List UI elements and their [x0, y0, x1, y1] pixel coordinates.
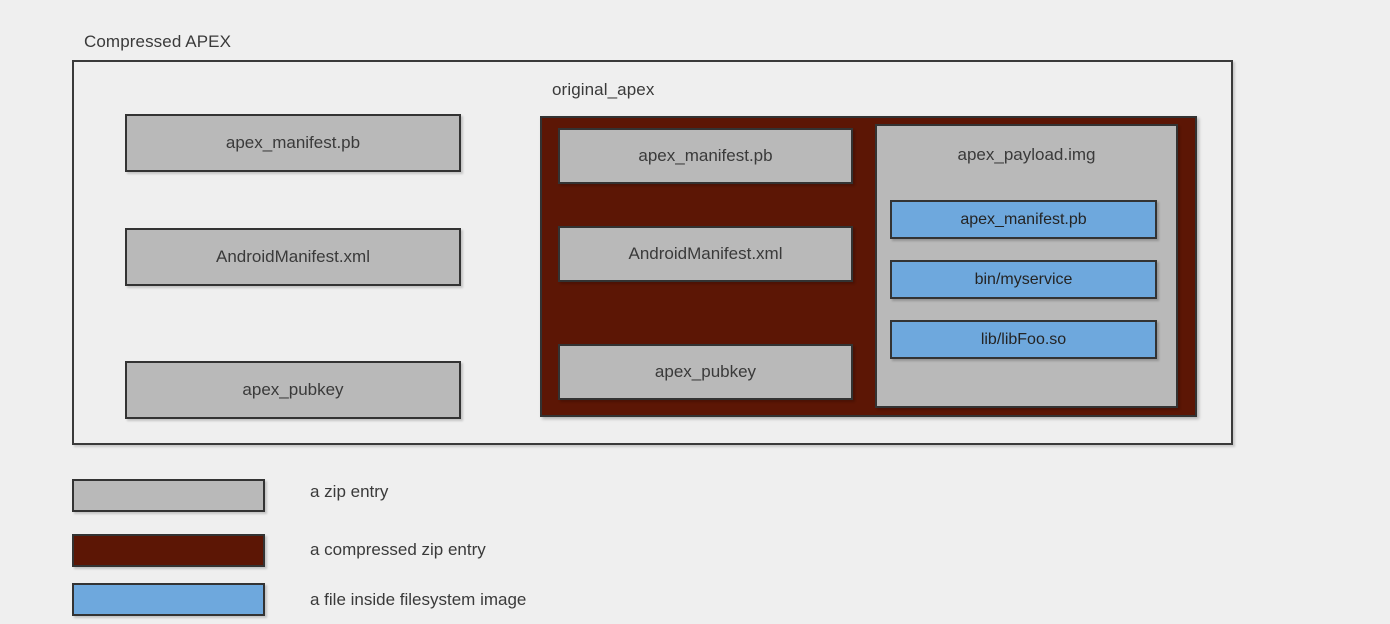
apex-payload-label: apex_payload.img: [957, 145, 1096, 164]
zip-entry-label: apex_manifest.pb: [638, 146, 773, 165]
legend-swatch-compressed-zip-entry: [72, 534, 265, 567]
compressed-apex-label: Compressed APEX: [84, 32, 232, 51]
filesystem-file-label: lib/libFoo.so: [980, 330, 1067, 348]
zip-entry-label: apex_manifest.pb: [225, 133, 361, 152]
zip-entry-apex-pubkey-outer[interactable]: apex_pubkey: [125, 361, 461, 419]
legend-label-filesystem-file: a file inside filesystem image: [310, 590, 527, 609]
filesystem-file-label: apex_manifest.pb: [960, 210, 1087, 228]
zip-entry-android-manifest-inner[interactable]: AndroidManifest.xml: [558, 226, 853, 282]
filesystem-file-label: bin/myservice: [974, 270, 1073, 288]
filesystem-file-bin-myservice[interactable]: bin/myservice: [890, 260, 1157, 299]
original-apex-label: original_apex: [552, 80, 655, 99]
legend-label-compressed-zip-entry: a compressed zip entry: [310, 540, 486, 559]
legend-swatch-filesystem-file: [72, 583, 265, 616]
zip-entry-label: AndroidManifest.xml: [215, 247, 370, 266]
zip-entry-apex-manifest-outer[interactable]: apex_manifest.pb: [125, 114, 461, 172]
zip-entry-label: apex_pubkey: [654, 362, 757, 381]
legend-label-zip-entry: a zip entry: [310, 482, 389, 501]
filesystem-file-apex-manifest[interactable]: apex_manifest.pb: [890, 200, 1157, 239]
zip-entry-apex-manifest-inner[interactable]: apex_manifest.pb: [558, 128, 853, 184]
zip-entry-label: AndroidManifest.xml: [628, 244, 783, 263]
filesystem-file-lib-libfoo[interactable]: lib/libFoo.so: [890, 320, 1157, 359]
zip-entry-label: apex_pubkey: [242, 380, 344, 399]
zip-entry-android-manifest-outer[interactable]: AndroidManifest.xml: [125, 228, 461, 286]
zip-entry-apex-pubkey-inner[interactable]: apex_pubkey: [558, 344, 853, 400]
legend-swatch-zip-entry: [72, 479, 265, 512]
